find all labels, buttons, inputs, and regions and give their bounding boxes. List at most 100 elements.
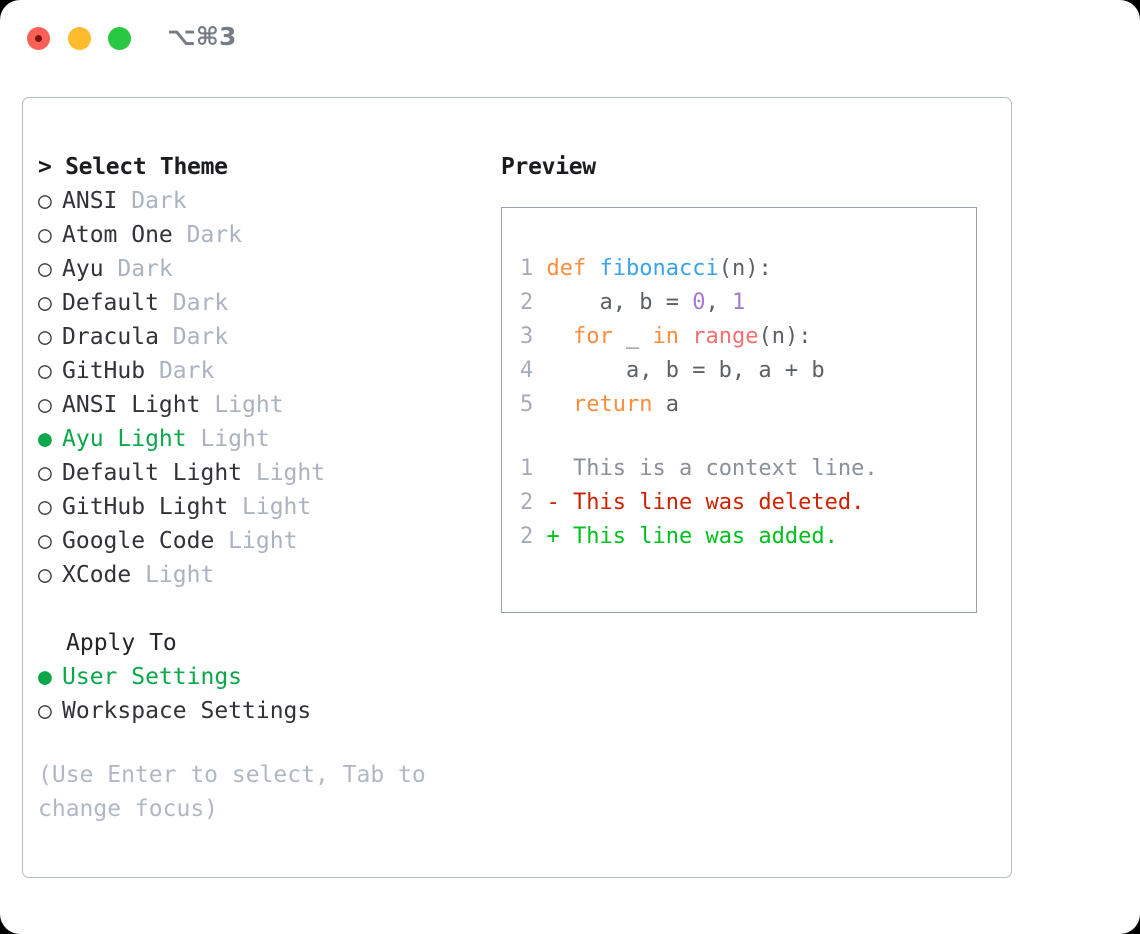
theme-list-item[interactable]: ● Ayu Light Light	[38, 422, 468, 456]
theme-list-item[interactable]: ○ Default Light Light	[38, 456, 468, 490]
theme-variant-label: Light	[242, 460, 326, 486]
radio-unselected-icon[interactable]: ○	[38, 392, 52, 418]
radio-unselected-icon[interactable]: ○	[38, 698, 52, 724]
code-token: a	[652, 392, 679, 417]
theme-list-item[interactable]: ○Ayu Dark	[38, 252, 468, 286]
theme-variant-label: Light	[186, 426, 270, 452]
code-token: range	[692, 324, 759, 349]
theme-variant-label: Light	[228, 494, 312, 520]
code-token	[679, 324, 692, 349]
code-token: 0	[692, 290, 706, 315]
radio-unselected-icon[interactable]: ○	[38, 290, 52, 316]
diff-text: This line was added.	[559, 524, 838, 549]
diff-text: This is a context line.	[559, 456, 878, 481]
code-line-number: 3	[520, 324, 547, 349]
code-line-number: 1	[520, 456, 547, 481]
code-line: 4 a, b = b, a + b	[520, 354, 970, 388]
radio-unselected-icon[interactable]: ○	[38, 358, 52, 384]
theme-name: ANSI	[62, 188, 118, 214]
radio-unselected-icon[interactable]: ○	[38, 460, 52, 486]
theme-name: Google Code	[62, 528, 215, 554]
code-token: return	[573, 392, 653, 417]
diff-line: 1 This is a context line.	[520, 452, 970, 486]
theme-list-item[interactable]: ○ GitHub Light Light	[38, 490, 468, 524]
theme-variant-label: Dark	[158, 324, 229, 350]
minimize-window-button[interactable]	[68, 27, 91, 50]
theme-variant-label: Dark	[145, 358, 215, 384]
theme-selector-panel: > Select Theme ○ANSI Dark○Atom One Dark○…	[22, 97, 1012, 878]
radio-unselected-icon[interactable]: ○	[38, 528, 52, 554]
code-line: 3 for _ in range(n):	[520, 320, 970, 354]
code-token: (n):	[758, 324, 812, 349]
theme-list-item[interactable]: ○ Atom One Dark	[38, 218, 468, 252]
theme-list-item[interactable]: ○ Dracula Dark	[38, 320, 468, 354]
theme-name: GitHub Light	[62, 494, 229, 520]
apply-to-label: Workspace Settings	[62, 698, 312, 724]
theme-name: Default	[62, 290, 159, 316]
theme-name: Ayu Light	[62, 426, 187, 452]
diff-sign: -	[546, 490, 560, 515]
apply-to-item[interactable]: ● User Settings	[38, 660, 468, 694]
maximize-window-button[interactable]	[108, 27, 131, 50]
theme-list-item[interactable]: ○ GitHub Dark	[38, 354, 468, 388]
diff-sign: +	[546, 524, 560, 549]
theme-list-item[interactable]: ○ XCode Light	[38, 558, 468, 592]
radio-unselected-icon[interactable]: ○	[38, 562, 52, 588]
theme-list-item[interactable]: ○ Default Dark	[38, 286, 468, 320]
diff-line: 2 + This line was added.	[520, 520, 970, 554]
code-line-number: 4	[520, 358, 547, 383]
theme-variant-label: Dark	[103, 256, 173, 282]
code-line: 1 def fibonacci(n):	[520, 252, 970, 286]
code-token: 1	[731, 290, 746, 315]
code-token: a, b = b, a + b	[546, 358, 825, 383]
close-window-button[interactable]	[27, 27, 50, 50]
code-token: (n):	[718, 256, 772, 281]
theme-variant-label: Dark	[172, 222, 243, 248]
theme-name: XCode	[62, 562, 132, 588]
code-line-number: 2	[520, 290, 547, 315]
radio-unselected-icon[interactable]: ○	[38, 222, 52, 248]
theme-variant-label: Light	[131, 562, 215, 588]
theme-variant-label: Dark	[117, 188, 187, 214]
preview-column: Preview 1 def fibonacci(n):2 a, b = 0, 1…	[501, 150, 981, 613]
code-line-number: 1	[520, 256, 547, 281]
theme-name: ANSI Light	[62, 392, 201, 418]
radio-selected-icon[interactable]: ●	[38, 426, 52, 452]
code-token: _	[612, 324, 653, 349]
code-token: a, b =	[546, 290, 693, 315]
theme-list: ○ANSI Dark○Atom One Dark○Ayu Dark○Defaul…	[38, 184, 468, 592]
diff-line: 2 - This line was deleted.	[520, 486, 970, 520]
code-line-number: 2	[520, 490, 547, 515]
code-token: def	[546, 256, 600, 281]
radio-unselected-icon[interactable]: ○	[38, 256, 52, 282]
radio-unselected-icon[interactable]: ○	[38, 494, 52, 520]
list-spacer	[38, 592, 468, 626]
apply-to-label: User Settings	[62, 664, 243, 690]
radio-unselected-icon[interactable]: ○	[38, 324, 52, 350]
apply-to-item[interactable]: ○ Workspace Settings	[38, 694, 468, 728]
radio-unselected-icon[interactable]: ○	[38, 188, 52, 214]
select-theme-header: > Select Theme	[38, 154, 228, 180]
diff-sign	[547, 456, 560, 481]
code-line-number: 5	[520, 392, 547, 417]
code-token: for	[573, 324, 613, 349]
theme-name: Dracula	[62, 324, 159, 350]
theme-list-item[interactable]: ○ ANSI Dark	[38, 184, 468, 218]
code-line: 5 return a	[520, 388, 970, 422]
preview-gap	[520, 422, 970, 452]
keyboard-shortcut-label: ⌥⌘3	[167, 22, 237, 51]
theme-name: Default Light	[62, 460, 243, 486]
theme-list-item[interactable]: ○ Google Code Light	[38, 524, 468, 558]
theme-list-item[interactable]: ○ANSI Light Light	[38, 388, 468, 422]
theme-variant-label: Dark	[158, 290, 229, 316]
theme-name: GitHub	[62, 358, 146, 384]
radio-selected-icon[interactable]: ●	[38, 664, 52, 690]
theme-name: Atom One	[62, 222, 173, 248]
code-line-number: 2	[520, 524, 547, 549]
code-token	[547, 392, 574, 417]
theme-variant-label: Light	[214, 528, 298, 554]
code-token: in	[652, 324, 680, 349]
code-line: 2 a, b = 0, 1	[520, 286, 970, 320]
